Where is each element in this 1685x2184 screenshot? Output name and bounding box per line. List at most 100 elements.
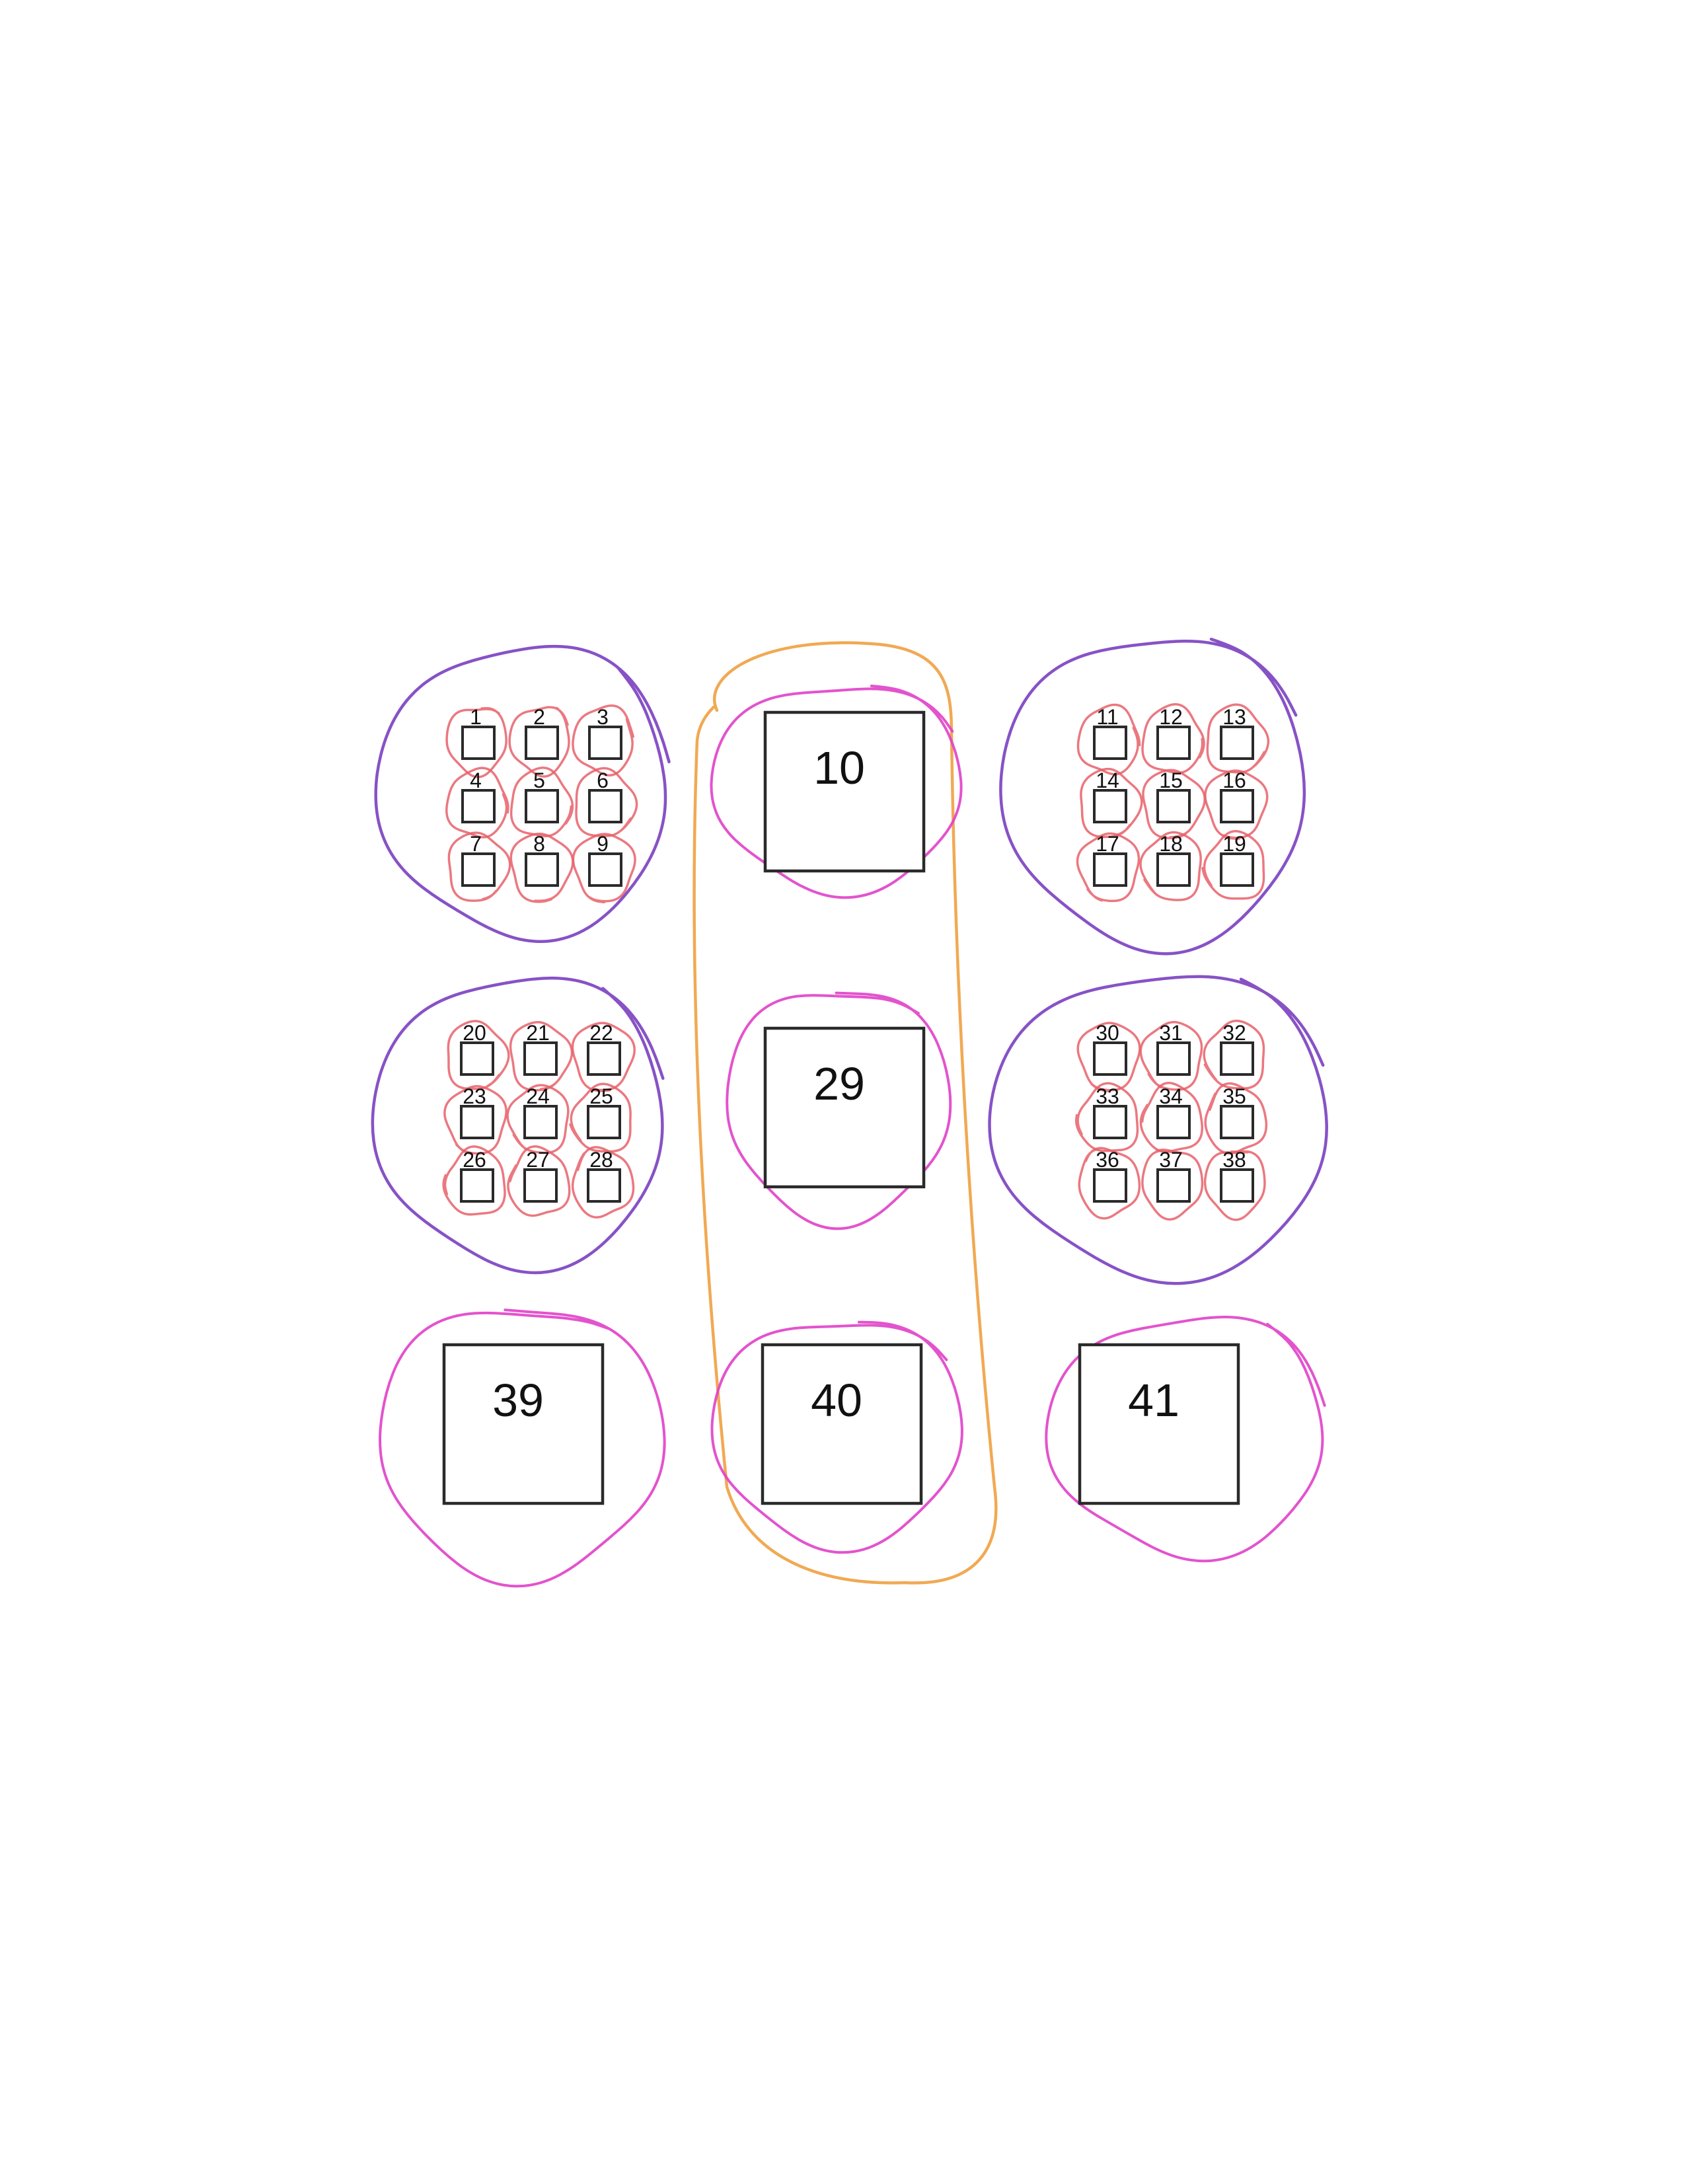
box-12 — [1156, 726, 1191, 760]
box-label-30: 30 — [1096, 1021, 1119, 1045]
box-label-8: 8 — [533, 832, 545, 856]
box-label-34: 34 — [1159, 1084, 1183, 1108]
box-label-27: 27 — [526, 1148, 550, 1172]
box-35 — [1220, 1105, 1254, 1139]
item-loop-11 — [1076, 703, 1141, 776]
box-39 — [442, 1343, 605, 1505]
item-loop-12 — [1141, 703, 1205, 774]
box-26 — [460, 1168, 494, 1203]
item-loop-24 — [506, 1084, 570, 1154]
item-loop-13 — [1206, 703, 1270, 774]
box-label-10: 10 — [813, 742, 865, 794]
box-40 — [761, 1343, 923, 1505]
box-31 — [1156, 1041, 1191, 1076]
box-label-17: 17 — [1096, 832, 1119, 856]
item-loop-31 — [1139, 1020, 1203, 1091]
boxes-layer — [442, 710, 1254, 1505]
box-19 — [1220, 852, 1254, 887]
box-label-12: 12 — [1159, 705, 1183, 729]
box-4 — [461, 789, 496, 823]
box-label-31: 31 — [1159, 1021, 1183, 1045]
box-2 — [525, 726, 559, 760]
box-label-3: 3 — [597, 705, 609, 729]
box-7 — [461, 852, 496, 887]
single-41-loop — [1045, 1316, 1326, 1563]
box-38 — [1220, 1168, 1254, 1203]
single-40-loop — [710, 1320, 963, 1554]
hand-drawn-loops — [371, 637, 1328, 1588]
box-label-26: 26 — [463, 1148, 486, 1172]
box-label-33: 33 — [1096, 1084, 1119, 1108]
box-label-20: 20 — [463, 1021, 486, 1045]
box-label-40: 40 — [811, 1374, 862, 1426]
box-label-23: 23 — [463, 1084, 486, 1108]
item-loop-15 — [1142, 769, 1206, 840]
box-label-41: 41 — [1128, 1374, 1180, 1426]
box-27 — [523, 1168, 558, 1203]
box-label-2: 2 — [533, 705, 545, 729]
box-3 — [588, 726, 622, 760]
single-29-loop — [726, 991, 952, 1230]
group-c-loop — [371, 976, 665, 1275]
box-label-1: 1 — [470, 705, 482, 729]
box-14 — [1093, 789, 1127, 823]
item-loop-16 — [1204, 769, 1269, 840]
group-a-loop — [374, 644, 671, 944]
box-label-38: 38 — [1222, 1148, 1246, 1172]
single-39-loop — [379, 1308, 666, 1588]
item-loop-32 — [1203, 1020, 1265, 1090]
box-34 — [1156, 1105, 1191, 1139]
box-label-35: 35 — [1222, 1084, 1246, 1108]
box-label-21: 21 — [526, 1021, 550, 1045]
box-label-6: 6 — [597, 769, 609, 792]
box-label-9: 9 — [597, 832, 609, 856]
item-loop-25 — [569, 1082, 632, 1153]
box-10 — [763, 710, 926, 873]
item-loop-1 — [445, 706, 507, 778]
box-18 — [1156, 852, 1191, 887]
box-30 — [1093, 1041, 1127, 1076]
box-label-16: 16 — [1222, 769, 1246, 792]
item-loop-8 — [509, 832, 574, 903]
item-loop-30 — [1076, 1022, 1141, 1092]
box-8 — [525, 852, 559, 887]
item-loop-7 — [447, 831, 511, 902]
box-11 — [1093, 726, 1127, 760]
item-loop-33 — [1074, 1082, 1139, 1152]
box-1 — [461, 726, 496, 760]
box-41 — [1078, 1343, 1240, 1505]
item-loop-19 — [1201, 829, 1265, 900]
box-29 — [763, 1026, 926, 1189]
box-25 — [587, 1105, 621, 1139]
box-20 — [460, 1041, 494, 1076]
box-label-11: 11 — [1096, 705, 1118, 729]
box-label-15: 15 — [1159, 769, 1183, 792]
item-loop-23 — [443, 1085, 507, 1156]
box-label-29: 29 — [813, 1058, 865, 1110]
box-label-4: 4 — [470, 769, 482, 792]
box-label-5: 5 — [533, 769, 545, 792]
item-loop-2 — [508, 706, 570, 778]
box-13 — [1220, 726, 1254, 760]
item-loop-34 — [1139, 1082, 1204, 1153]
item-loop-9 — [572, 833, 636, 903]
item-loop-35 — [1204, 1082, 1268, 1155]
box-36 — [1093, 1168, 1127, 1203]
box-label-25: 25 — [589, 1084, 613, 1108]
item-loop-21 — [509, 1021, 574, 1092]
box-label-22: 22 — [589, 1021, 613, 1045]
box-28 — [587, 1168, 621, 1203]
box-label-28: 28 — [589, 1148, 613, 1172]
box-label-7: 7 — [470, 832, 482, 856]
box-17 — [1093, 852, 1127, 887]
box-label-39: 39 — [492, 1374, 544, 1426]
box-5 — [525, 789, 559, 823]
box-9 — [588, 852, 622, 887]
box-33 — [1093, 1105, 1127, 1139]
item-loop-28 — [571, 1146, 635, 1219]
item-loop-36 — [1078, 1147, 1141, 1220]
box-23 — [460, 1105, 494, 1139]
box-label-14: 14 — [1096, 769, 1119, 792]
